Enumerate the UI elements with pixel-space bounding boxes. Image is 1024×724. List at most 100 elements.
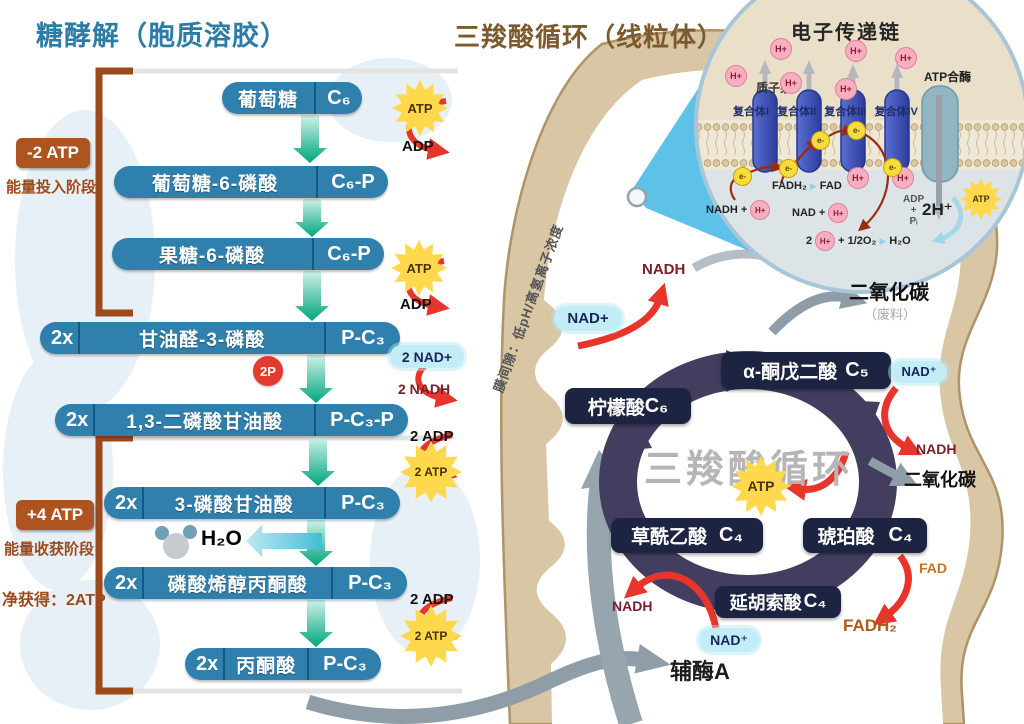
- stage-brackets: [95, 67, 462, 695]
- adp-label: 2 ADP: [410, 591, 454, 608]
- h2o-molecule-icon: [155, 525, 197, 559]
- phosphate-2p-badge: 2P: [253, 356, 283, 386]
- oxygen-reaction-row: 2 H+ + 1/2O₂ ▶ H₂O: [806, 231, 911, 251]
- fad-label: FAD: [919, 560, 947, 576]
- adp-label: 2 ADP: [410, 428, 454, 445]
- tca-title: 三羧酸循环（线粒体）: [454, 22, 725, 52]
- nadh-label: 2 NADH: [398, 381, 451, 397]
- metabolite-name: 延胡索酸: [729, 593, 802, 613]
- hplus-ion: H+: [895, 47, 917, 69]
- step-name: 果糖-6-磷酸: [158, 245, 266, 267]
- metabolite-formula: C₅: [845, 359, 869, 381]
- fadh2-label: FADH₂: [843, 616, 897, 635]
- nad-out-label: NAD +: [792, 207, 826, 219]
- step-glucose-6p: 葡萄糖-6-磷酸 C₆-P: [114, 166, 388, 198]
- nad-pill: NAD⁺: [699, 628, 759, 652]
- step-3pg: 2x 3-磷酸甘油酸 P-C₃: [104, 487, 400, 519]
- nadh-in-label: NADH +: [706, 204, 748, 216]
- nad-output-row: NAD + H+: [792, 203, 849, 223]
- pi-label: Pᵢ: [909, 216, 918, 227]
- hplus-ion: H+: [847, 167, 869, 189]
- step-mult: 2x: [40, 322, 81, 354]
- etc-title: 电子传递链: [791, 22, 901, 44]
- hplus-ion: H+: [828, 203, 849, 223]
- hplus-ion: H+: [750, 200, 771, 220]
- step-mult: 2x: [104, 487, 145, 519]
- adp-label: ADP: [400, 296, 432, 313]
- electron-badge: e-: [779, 159, 798, 178]
- co2-waste-note: （废料）: [864, 307, 917, 322]
- metabolite-formula: C₆: [644, 394, 669, 417]
- invest-stage-label: 能量投入阶段: [6, 179, 97, 196]
- plus-sign: +: [910, 205, 917, 216]
- electron-badge: e-: [811, 131, 830, 150]
- harvest-stage-label: 能量收获阶段: [4, 541, 95, 558]
- electron-paths: [729, 124, 890, 232]
- adp-pi-stack: ADP + Pᵢ: [903, 194, 924, 227]
- atp-synthase-label: ATP合酶: [924, 70, 972, 84]
- step-formula: P-C₃: [323, 652, 367, 675]
- metabolite-formula: C₄: [803, 591, 827, 612]
- step-name: 磷酸烯醇丙酮酸: [167, 574, 308, 596]
- two-label: 2: [806, 235, 813, 247]
- coenzyme-a-label: 辅酶A: [670, 659, 730, 684]
- step-formula: P-C₃-P: [330, 408, 394, 431]
- step-formula: C₆-P: [331, 170, 375, 193]
- fadh2-label: FADH₂: [772, 180, 807, 192]
- metabolite-name: 琥珀酸: [817, 527, 875, 548]
- adp-label: ADP: [903, 194, 925, 205]
- step-name: 1,3-二磷酸甘油酸: [126, 411, 283, 433]
- nadh-input-row: NADH + H+: [706, 200, 771, 220]
- glycolysis-title: 糖酵解（胞质溶胶）: [36, 21, 288, 51]
- electron-badge: e-: [733, 167, 752, 186]
- step-name: 葡萄糖-6-磷酸: [151, 173, 279, 195]
- step-mult: 2x: [104, 567, 145, 599]
- step-formula: P-C₃: [341, 491, 385, 514]
- complex-labels: 复合体I 复合体II 复合体III 复合体IV: [733, 106, 918, 118]
- step-g3p: 2x 甘油醛-3-磷酸 P-C₃: [40, 322, 400, 354]
- step-name: 甘油醛-3-磷酸: [139, 329, 266, 351]
- hplus-ion: H+: [770, 38, 792, 60]
- fadh2-fad-row: FADH₂ ▶ FAD: [772, 180, 842, 192]
- fad-label: FAD: [819, 180, 842, 192]
- net-gain-label: 净获得：2ATP: [2, 592, 106, 609]
- glycolysis-step-arrows: [293, 115, 335, 647]
- nadh-label: NADH: [916, 441, 957, 457]
- arrow-right-icon: ▶: [809, 180, 817, 191]
- hplus-ion: H+: [835, 78, 857, 100]
- nad-pill: NAD⁺: [891, 361, 947, 383]
- step-mult: 2x: [185, 648, 226, 680]
- hplus-ion: H+: [815, 231, 836, 251]
- zoom-source-circle: [626, 186, 648, 208]
- nadh-label: NADH: [612, 598, 653, 614]
- metabolite-alpha-ketoglutarate: α-酮戊二酸 C₅: [721, 352, 891, 389]
- half-o2-label: + 1/2O₂: [838, 235, 877, 247]
- step-formula: P-C₃: [341, 326, 385, 349]
- metabolite-name: α-酮戊二酸: [743, 362, 838, 383]
- tca-red-arrows: [577, 282, 923, 629]
- hplus-ion: H+: [725, 65, 747, 87]
- invest-atp-badge: -2 ATP: [16, 138, 90, 168]
- electron-badge: e-: [883, 158, 902, 177]
- nad-pill: NAD+: [554, 306, 622, 331]
- coa-to-cycle-arrow: [586, 480, 643, 724]
- h2o-label: H₂O: [889, 235, 911, 247]
- metabolite-name: 草酰乙酸: [631, 527, 708, 548]
- step-pyruvate: 2x 丙酮酸 P-C₃: [185, 648, 381, 680]
- metabolite-name: 柠檬酸: [587, 397, 645, 419]
- step-name: 丙酮酸: [236, 655, 297, 677]
- etc-circle-border: [694, 0, 1024, 294]
- adp-label: ADP: [402, 138, 434, 155]
- nadh-label: NADH: [642, 261, 686, 278]
- harvest-atp-badge: +4 ATP: [16, 500, 94, 530]
- hplus-ion: H+: [780, 72, 802, 94]
- step-name: 3-磷酸甘油酸: [174, 494, 294, 516]
